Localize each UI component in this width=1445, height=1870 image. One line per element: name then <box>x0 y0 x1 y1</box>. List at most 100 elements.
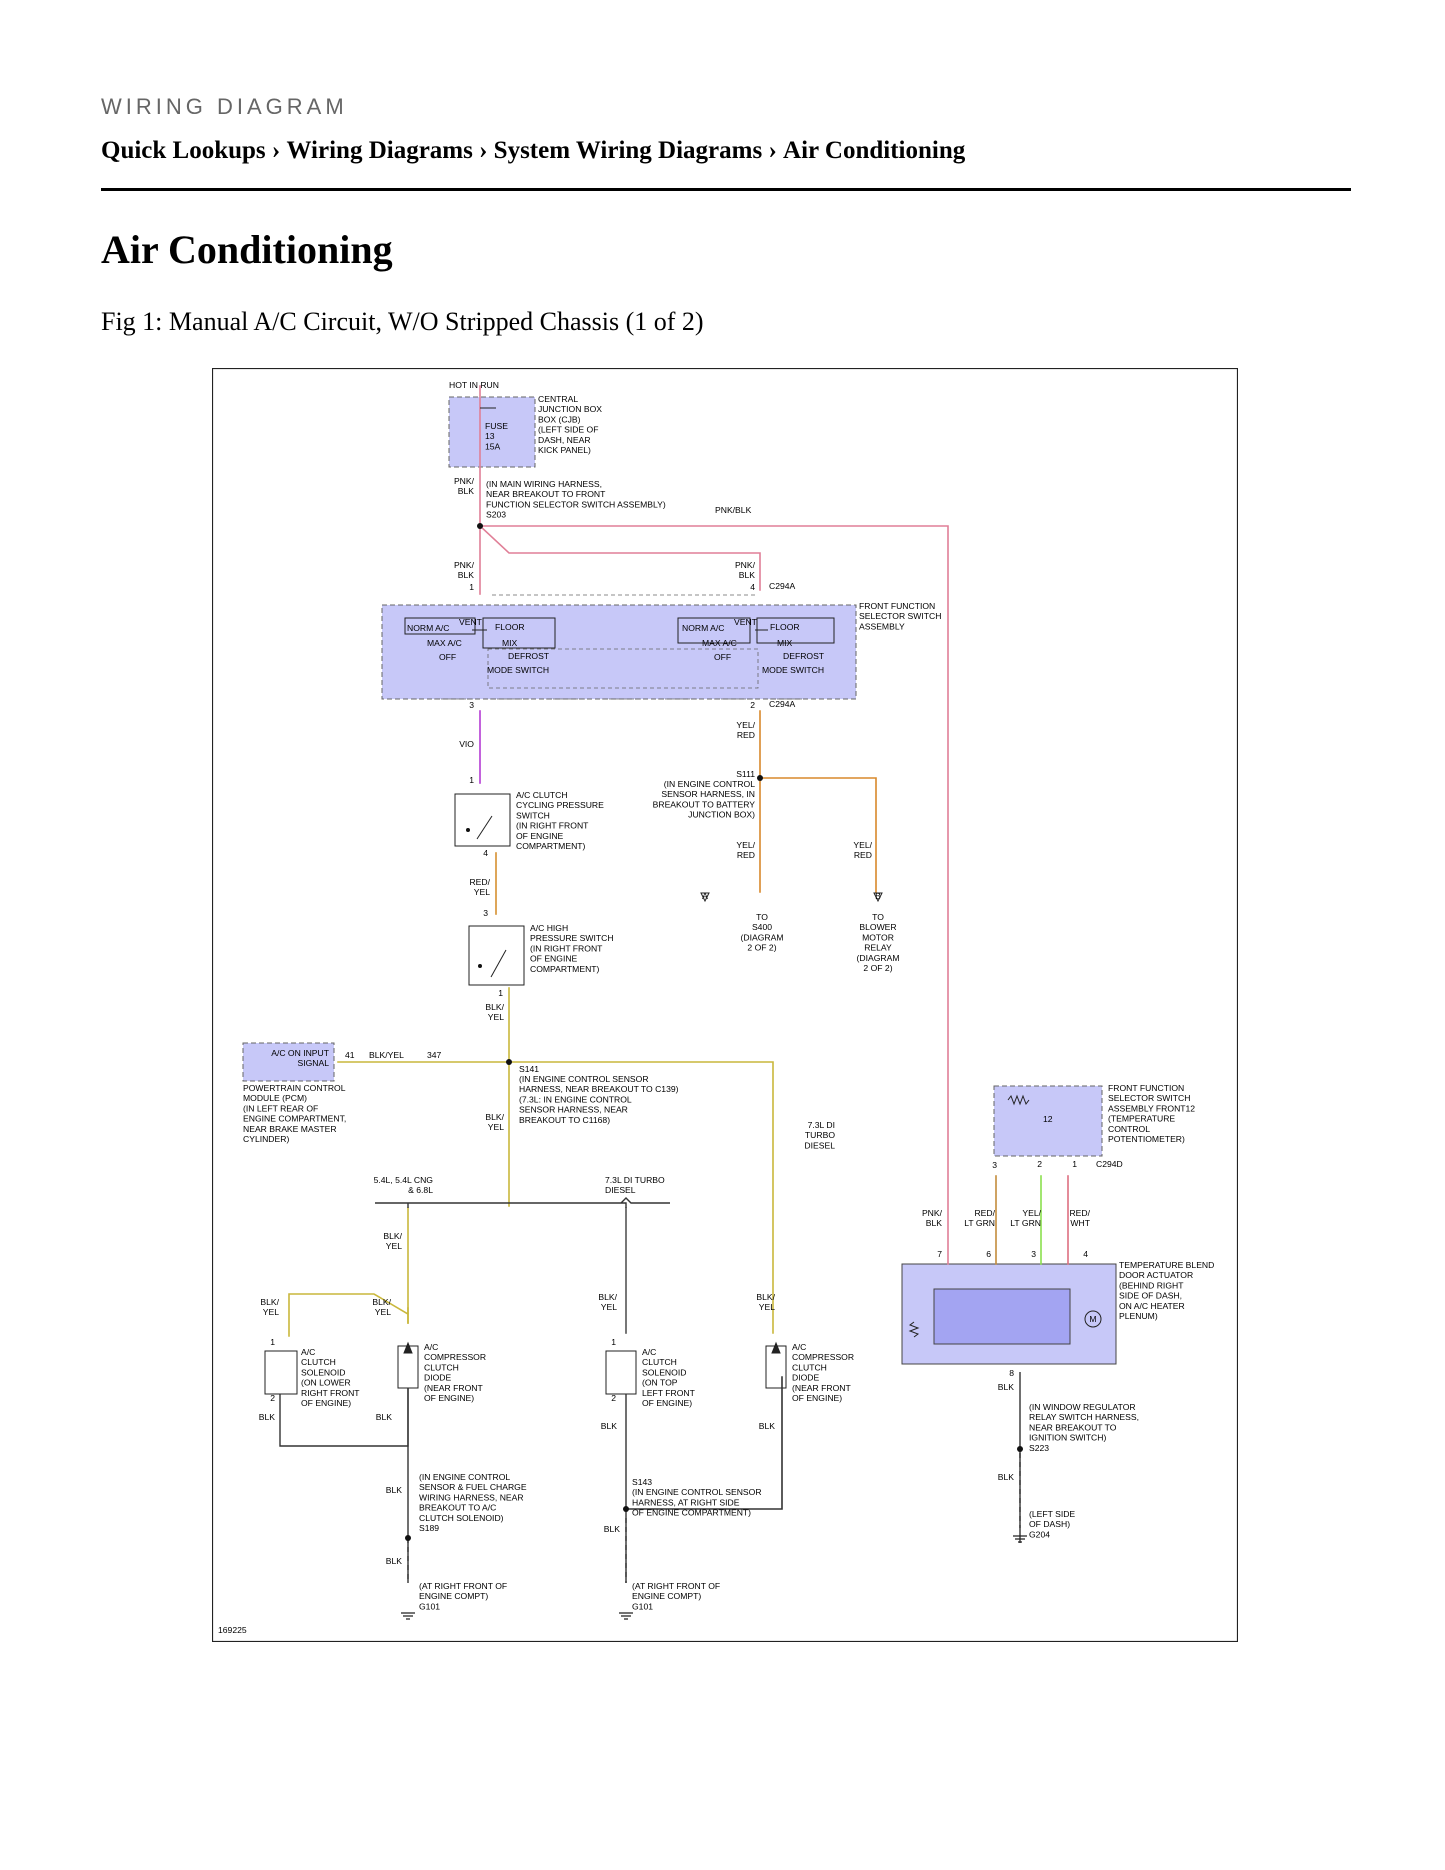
breadcrumb-item-quick-lookups[interactable]: Quick Lookups <box>101 137 266 164</box>
wire-blk-yel-pcm <box>337 1061 774 1334</box>
label-pnk-blk-top: BLK <box>458 486 475 496</box>
label-ffss12: SELECTOR SWITCH <box>1108 1093 1190 1103</box>
label-cjb: JUNCTION BOX <box>538 404 602 414</box>
label-pnk-blk-top: PNK/ <box>454 476 475 486</box>
label-pot-12: 12 <box>1043 1114 1053 1124</box>
label-s141-desc: HARNESS, NEAR BREAKOUT TO C139) <box>519 1084 679 1094</box>
label-blk-yel-hps: YEL <box>488 1012 504 1022</box>
label-blk-7: BLK <box>386 1556 403 1566</box>
label-to-s400: S400 <box>752 922 772 932</box>
label-blk-5: BLK <box>386 1485 403 1495</box>
label-ffss12: CONTROL <box>1108 1124 1150 1134</box>
breadcrumb-separator: › <box>271 137 281 164</box>
label-g204: OF DASH) <box>1029 1519 1070 1529</box>
label-main-harness: FUNCTION SELECTOR SWITCH ASSEMBLY) <box>486 499 666 509</box>
label-fuse: 15A <box>485 441 501 451</box>
label-c294a-bot: C294A <box>769 699 796 709</box>
label-diode-right: (NEAR FRONT <box>792 1383 851 1393</box>
label-g101-left: ENGINE COMPT) <box>419 1591 488 1601</box>
label-ffss12: ASSEMBLY FRONT12 <box>1108 1103 1195 1113</box>
wire-yel-red-blower <box>759 777 877 893</box>
switch-right-norm-ac: NORM A/C <box>682 623 725 633</box>
label-to-blower: 2 OF 2) <box>863 963 892 973</box>
switch-right-vent: VENT <box>734 617 758 627</box>
ccps-body <box>454 793 511 847</box>
label-cjb: CENTRAL <box>538 394 578 404</box>
hps-body <box>468 925 525 986</box>
label-pnk-blk-right: PNK/ <box>735 560 756 570</box>
label-pin-3-act: 3 <box>1031 1249 1036 1259</box>
label-pcm: NEAR BRAKE MASTER <box>243 1124 337 1134</box>
label-sol-mid: A/C <box>642 1347 656 1357</box>
switch-right-max-ac: MAX A/C <box>702 638 737 648</box>
label-sol-left: RIGHT FRONT <box>301 1388 360 1398</box>
label-s189-desc: CLUTCH SOLENOID) <box>419 1513 504 1523</box>
switch-right-mode: MODE SWITCH <box>762 665 824 675</box>
label-blk-1: BLK <box>259 1412 276 1422</box>
label-turbo-mid: 7.3L DI TURBO <box>605 1175 665 1185</box>
label-actuator: SIDE OF DASH, <box>1119 1291 1182 1301</box>
label-blk-3: BLK <box>601 1421 618 1431</box>
label-diode-right: OF ENGINE) <box>792 1393 842 1403</box>
switch-left-floor: FLOOR <box>495 622 525 632</box>
label-to-s400: (DIAGRAM <box>741 932 784 942</box>
label-ac-on-input: SIGNAL <box>297 1058 329 1068</box>
label-cjb: BOX (CJB) <box>538 414 581 424</box>
label-actuator: ON A/C HEATER <box>1119 1301 1185 1311</box>
label-s141-desc: SENSOR HARNESS, NEAR <box>519 1105 628 1115</box>
label-hps: PRESSURE SWITCH <box>530 933 614 943</box>
diagram-id: 169225 <box>218 1625 247 1635</box>
switch-right-floor: FLOOR <box>770 622 800 632</box>
label-to-blower: (DIAGRAM <box>857 953 900 963</box>
label-hps: COMPARTMENT) <box>530 964 600 974</box>
label-red-wht: WHT <box>1070 1218 1090 1228</box>
label-diode-right: DIODE <box>792 1373 819 1383</box>
figure-caption: Fig 1: Manual A/C Circuit, W/O Stripped … <box>101 307 704 336</box>
section-label: WIRING DIAGRAM <box>101 94 348 119</box>
label-yel-red-2: RED <box>737 850 755 860</box>
label-diode-left: DIODE <box>424 1373 451 1383</box>
label-actuator: PLENUM) <box>1119 1311 1158 1321</box>
label-yel-red-3: RED <box>854 850 872 860</box>
label-red-lt-grn: RED/ <box>974 1208 995 1218</box>
label-s141-desc: (IN ENGINE CONTROL SENSOR <box>519 1074 649 1084</box>
label-pin-4-ccps: 4 <box>483 848 488 858</box>
switch-left-vent: VENT <box>459 617 483 627</box>
label-diode-left: A/C <box>424 1342 438 1352</box>
label-red-yel: RED/ <box>469 877 490 887</box>
label-cjb: DASH, NEAR <box>538 435 591 445</box>
label-sol-mid: SOLENOID <box>642 1367 686 1377</box>
label-s143-desc: OF ENGINE COMPARTMENT) <box>632 1508 751 1518</box>
label-pin-3-sw: 3 <box>469 700 474 710</box>
label-conn-b: B <box>875 891 881 901</box>
label-g101-mid: (AT RIGHT FRONT OF <box>632 1581 720 1591</box>
label-diode-right: A/C <box>792 1342 806 1352</box>
label-pcm: MODULE (PCM) <box>243 1093 307 1103</box>
breadcrumb-item-wiring-diagrams[interactable]: Wiring Diagrams <box>286 137 473 164</box>
label-ccps: OF ENGINE <box>516 831 564 841</box>
wire-pnk-blk-right <box>478 524 761 591</box>
central-junction-box <box>448 396 536 468</box>
label-ccps: CYCLING PRESSURE <box>516 800 604 810</box>
label-pnk-blk-left: BLK <box>458 570 475 580</box>
label-yel-lt-grn: YEL/ <box>1022 1208 1041 1218</box>
label-sol-mid: OF ENGINE) <box>642 1398 692 1408</box>
label-blk-8: BLK <box>998 1472 1015 1482</box>
label-pnk-blk-right: BLK <box>739 570 756 580</box>
label-ffss: FRONT FUNCTION <box>859 601 935 611</box>
label-pin-1-ccps: 1 <box>469 775 474 785</box>
label-yel-red-3: YEL/ <box>853 840 872 850</box>
label-s111-desc: JUNCTION BOX) <box>688 810 755 820</box>
label-pin-41: 41 <box>345 1050 355 1060</box>
label-sol-mid: CLUTCH <box>642 1357 677 1367</box>
label-g101-mid: G101 <box>632 1601 653 1611</box>
label-actuator: TEMPERATURE BLEND <box>1119 1260 1214 1270</box>
wire-pnk-blk-actuator <box>479 525 949 1265</box>
label-hps: A/C HIGH <box>530 923 568 933</box>
breadcrumb-item-system-wiring-diagrams[interactable]: System Wiring Diagrams <box>493 137 763 164</box>
label-sol-left: OF ENGINE) <box>301 1398 351 1408</box>
label-pin-1-pot: 1 <box>1072 1159 1077 1169</box>
label-s223-desc: RELAY SWITCH HARNESS, <box>1029 1412 1139 1422</box>
breadcrumb-item-air-conditioning: Air Conditioning <box>783 137 966 164</box>
